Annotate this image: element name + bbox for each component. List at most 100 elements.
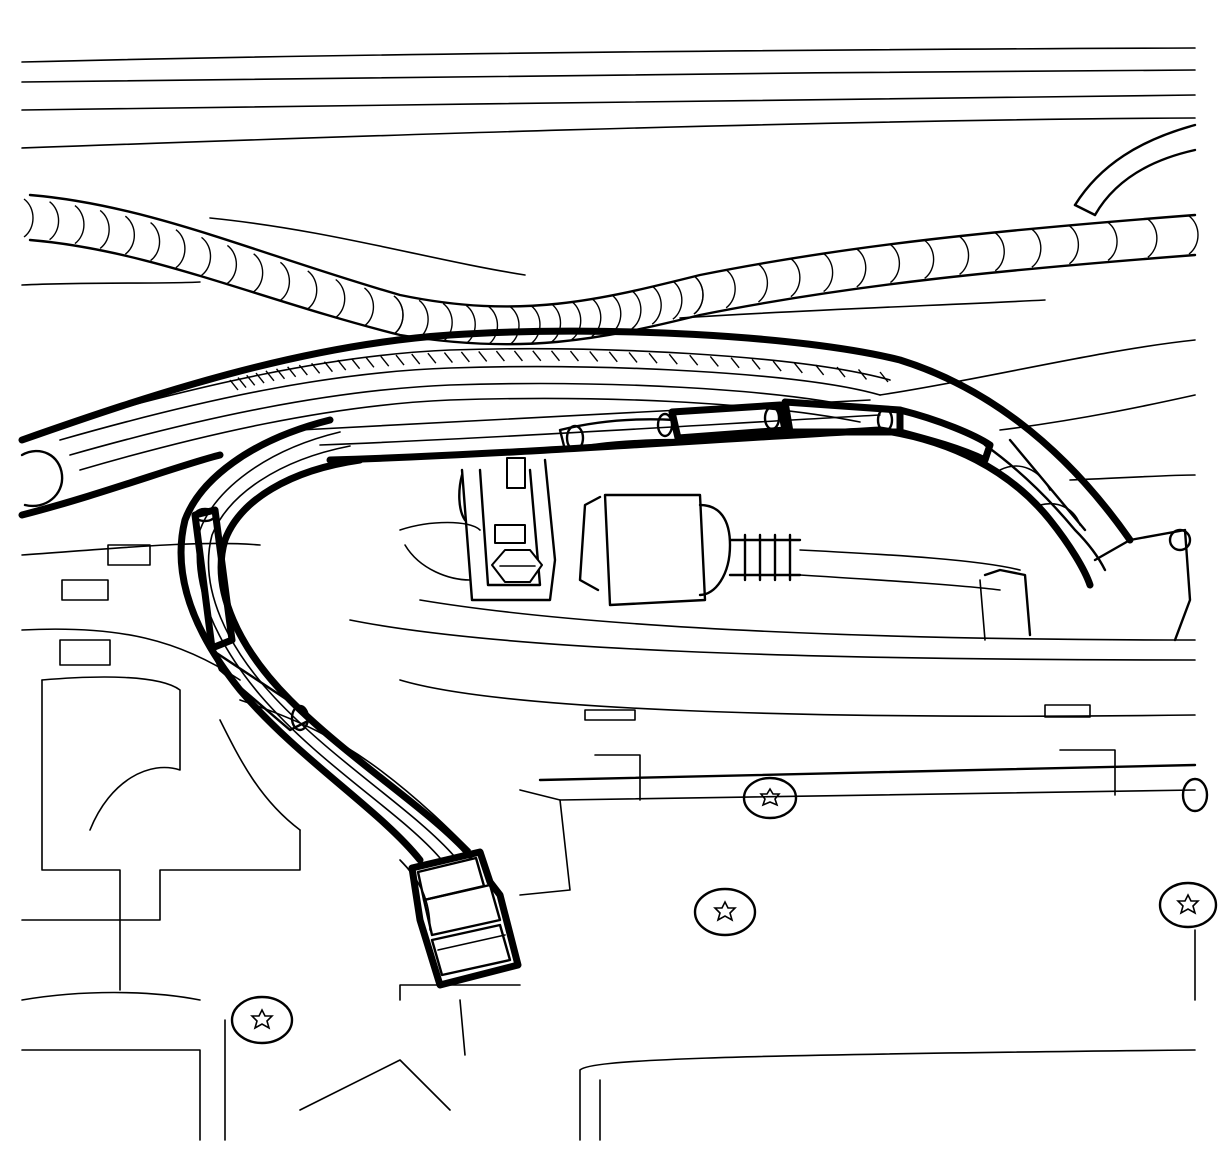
conduit-rib [49, 201, 60, 241]
bundle-rib [793, 362, 803, 374]
bundle-rib [380, 355, 390, 367]
tape-wrap-sections [191, 398, 994, 732]
bundle-rib [751, 358, 761, 370]
conduit-rib [99, 209, 110, 249]
conduit-rib [757, 263, 769, 303]
bundle-rib [229, 379, 239, 391]
bundle-rib [589, 350, 599, 362]
conduit-rib [226, 244, 238, 284]
bundle-rib [323, 361, 333, 373]
conduit-rib [175, 229, 186, 269]
bundle-rib [365, 356, 375, 368]
bundle-rib [836, 366, 846, 378]
torx-fasteners [230, 776, 1218, 1045]
bundle-rib [255, 372, 265, 384]
conduit-rib [1147, 218, 1158, 258]
bundle-rib [495, 350, 505, 362]
torx-fastener [1158, 881, 1218, 929]
conduit-rib [279, 261, 291, 301]
electrical-connector [408, 848, 522, 989]
bundle-rib [246, 374, 256, 386]
upper-hose [1073, 123, 1197, 217]
bundle-rib [709, 356, 719, 367]
conduit-rib [124, 215, 136, 255]
conduit-rib [571, 301, 582, 341]
conduit-rib [924, 239, 935, 279]
conduit-rib [693, 275, 704, 315]
bundle-rib [237, 377, 247, 389]
bundle-rib [550, 350, 561, 362]
bundle-rib [287, 366, 297, 378]
conduit-rib [1068, 225, 1080, 265]
bundle-rib [772, 360, 782, 372]
conduit-rib [1107, 221, 1118, 262]
conduit-rib [1031, 228, 1042, 268]
bundle-rib [275, 368, 286, 380]
torx-fastener [1181, 777, 1209, 813]
torx-fastener [693, 887, 757, 937]
conduit-rib [856, 248, 867, 288]
conduit-rib [393, 295, 404, 335]
conduit-rib [1188, 215, 1199, 255]
conduit-rib [889, 243, 901, 284]
conduit-rib [959, 235, 970, 276]
bundle-rib [730, 357, 740, 369]
bundle-rib [460, 351, 470, 363]
harness-foam-wrap [983, 438, 1107, 572]
conduit-rib [693, 275, 704, 315]
background-body-lines [21, 47, 1196, 556]
bundle-rib [298, 364, 308, 376]
conduit-rib [725, 269, 736, 309]
mounting-bracket [458, 457, 557, 602]
conduit-rib [551, 303, 562, 343]
conduit-rib [74, 205, 85, 245]
bundle-rib [857, 369, 868, 380]
hose-clamp-component [399, 493, 1021, 607]
conduit-rib [253, 253, 264, 293]
harness-branch [177, 416, 474, 864]
conduit-rib [363, 287, 375, 327]
conduit-rib [335, 278, 346, 319]
conduit-rib [465, 304, 476, 345]
conduit-rib [488, 305, 499, 346]
conduit-rib [530, 305, 541, 345]
bundle-rib [265, 370, 275, 382]
torx-fastener [742, 776, 798, 820]
bundle-rib [879, 371, 889, 383]
conduit-rib [23, 198, 34, 238]
conduit-rib [442, 302, 453, 343]
right-bracket [979, 528, 1192, 642]
conduit-rib [307, 270, 318, 310]
bundle-rib [395, 354, 405, 366]
conduit-rib [418, 299, 429, 339]
bundle-rib [351, 358, 361, 370]
bundle-rib [478, 351, 488, 362]
bundle-rib [532, 350, 542, 362]
bundle-rib [569, 350, 580, 362]
bundle-rib [427, 352, 437, 364]
bundle-rib [648, 352, 658, 364]
conduit-rib [631, 290, 642, 330]
convoluted-wire-conduit [23, 193, 1199, 346]
conduit-rib [509, 305, 520, 346]
bundle-rib [628, 352, 638, 363]
hex-bolt [491, 549, 543, 583]
conduit-rib [611, 294, 622, 334]
bundle-rib [411, 353, 421, 365]
wiring-harness-bundle [18, 327, 1134, 589]
conduit-rib [994, 232, 1005, 272]
bundle-rib [608, 351, 618, 363]
conduit-rib [672, 280, 683, 320]
bundle-rib [513, 350, 523, 362]
bundle-rib [311, 362, 321, 374]
conduit-rib [790, 258, 801, 298]
conduit-rib [651, 285, 662, 325]
bundle-rib [337, 359, 347, 371]
torx-fastener [230, 995, 294, 1045]
bundle-rib [443, 352, 453, 363]
bundle-rib [689, 354, 699, 366]
bundle-rib [668, 353, 678, 365]
conduit-rib [393, 295, 404, 335]
conduit-rib [201, 236, 212, 276]
